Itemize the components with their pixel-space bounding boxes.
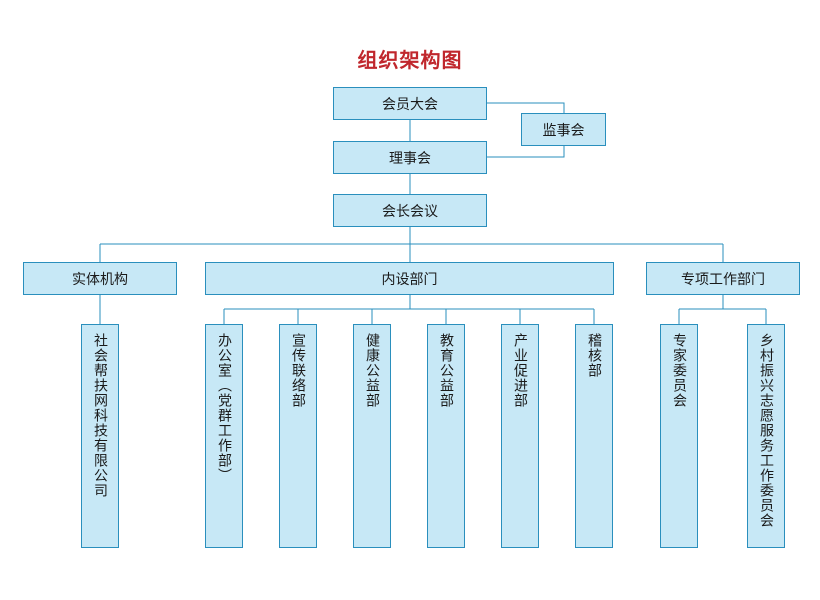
node-label: 实体机构 xyxy=(72,271,128,288)
connector-supervisory-council xyxy=(487,146,565,158)
node-label: 内设部门 xyxy=(381,271,438,288)
node-industry-promotion: 产业促进部 xyxy=(501,324,539,548)
node-label: 办公室（党群工作部） xyxy=(216,333,232,483)
node-label: 社会帮扶网科技有限公司 xyxy=(92,333,108,498)
node-label: 稽核部 xyxy=(586,333,602,378)
chart-title: 组织架构图 xyxy=(357,48,463,72)
node-health-charity: 健康公益部 xyxy=(353,324,391,548)
node-label: 会员大会 xyxy=(382,96,438,113)
node-label: 监事会 xyxy=(542,122,585,139)
node-members-assembly: 会员大会 xyxy=(333,87,487,120)
node-label: 专家委员会 xyxy=(671,333,687,408)
node-internal-departments: 内设部门 xyxy=(205,262,614,295)
node-council: 理事会 xyxy=(333,141,487,174)
node-special-work-departments: 专项工作部门 xyxy=(646,262,800,295)
node-office: 办公室（党群工作部） xyxy=(205,324,243,548)
node-label: 健康公益部 xyxy=(364,333,380,408)
node-entity-organization: 实体机构 xyxy=(23,262,177,295)
node-label: 乡村振兴志愿服务工作委员会 xyxy=(758,333,774,528)
node-label: 理事会 xyxy=(389,150,431,167)
connector-supervisory xyxy=(487,102,565,113)
node-label: 会长会议 xyxy=(382,203,438,220)
node-presidents-meeting: 会长会议 xyxy=(333,194,487,227)
node-supervisory-board: 监事会 xyxy=(521,113,606,146)
node-rural-volunteer-committee: 乡村振兴志愿服务工作委员会 xyxy=(747,324,785,548)
node-label: 宣传联络部 xyxy=(290,333,306,408)
node-label: 产业促进部 xyxy=(512,333,528,408)
node-tech-company: 社会帮扶网科技有限公司 xyxy=(81,324,119,548)
node-audit: 稽核部 xyxy=(575,324,613,548)
node-label: 教育公益部 xyxy=(438,333,454,408)
node-publicity-liaison: 宣传联络部 xyxy=(279,324,317,548)
node-education-charity: 教育公益部 xyxy=(427,324,465,548)
node-label: 专项工作部门 xyxy=(681,271,765,288)
node-expert-committee: 专家委员会 xyxy=(660,324,698,548)
